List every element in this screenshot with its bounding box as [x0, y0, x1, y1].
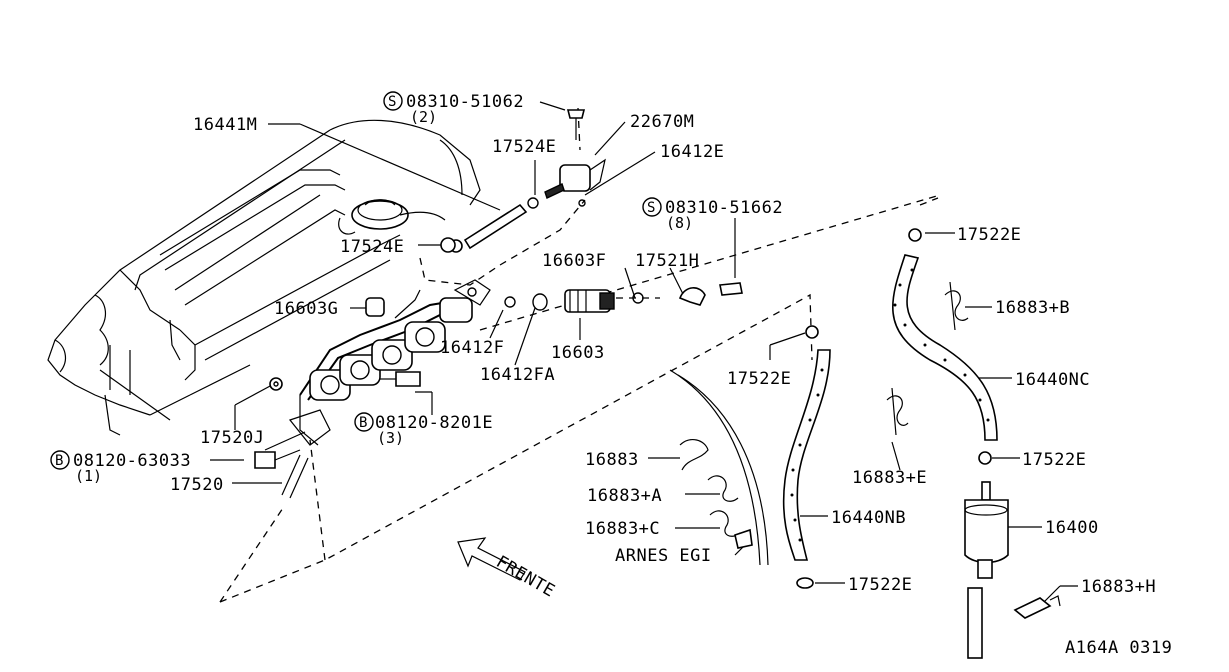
svg-text:B: B — [55, 453, 63, 469]
label-16412E: 16412E — [660, 142, 724, 162]
label-16883E: 16883+E — [852, 468, 927, 488]
label-16412FA: 16412FA — [480, 365, 555, 385]
label-16883: 16883 — [585, 450, 639, 470]
hose-clamps — [679, 228, 1061, 619]
label-16883B: 16883+B — [995, 298, 1070, 318]
label-17521H: 17521H — [635, 251, 699, 271]
label-08120-63033: 08120-63033 — [73, 451, 191, 471]
label-17520J: 17520J — [200, 428, 264, 448]
frente-label: FRENTE — [493, 552, 559, 602]
svg-text:B: B — [359, 415, 367, 431]
label-08310-51062-qty: (2) — [410, 108, 437, 126]
label-17522E-1: 17522E — [957, 225, 1021, 245]
label-17524E-mid: 17524E — [340, 237, 404, 257]
label-08120-63033-qty: (1) — [75, 467, 102, 485]
circled-symbols: S S B B — [50, 91, 662, 470]
label-16883H: 16883+H — [1081, 577, 1156, 597]
label-16883C: 16883+C — [585, 519, 660, 539]
svg-text:S: S — [388, 94, 396, 110]
part-labels: 16441M 08310-51062 (2) 22670M 17524E 164… — [73, 92, 1172, 658]
label-08310-51662-qty: (8) — [666, 214, 693, 232]
label-16883A: 16883+A — [587, 486, 662, 506]
bolt-symbol-icon — [354, 412, 374, 432]
screw-symbol-icon — [642, 197, 662, 217]
label-08120-8201E-qty: (3) — [377, 429, 404, 447]
label-16603F: 16603F — [542, 251, 606, 271]
dashed-routing — [219, 107, 941, 603]
label-08120-8201E: 08120-8201E — [375, 413, 493, 433]
label-08310-51062: 08310-51062 — [406, 92, 524, 112]
fuel-hoses — [669, 254, 998, 659]
label-17522E-2: 17522E — [727, 369, 791, 389]
label-16603G: 16603G — [274, 299, 338, 319]
label-17522E-3: 17522E — [1022, 450, 1086, 470]
label-08310-51662: 08310-51662 — [665, 198, 783, 218]
label-17520: 17520 — [170, 475, 224, 495]
front-direction-arrow: FRENTE — [457, 537, 559, 602]
label-16412F: 16412F — [440, 338, 504, 358]
screw-symbol-icon — [383, 91, 403, 111]
bolt-symbol-icon — [50, 450, 70, 470]
label-16400: 16400 — [1045, 518, 1099, 538]
label-16441M: 16441M — [193, 115, 257, 135]
svg-text:S: S — [647, 200, 655, 216]
diagram-code: A164A 0319 — [1065, 638, 1172, 658]
label-arnes-egi: ARNES EGI — [615, 546, 712, 566]
label-17524E-top: 17524E — [492, 137, 556, 157]
leader-lines — [210, 101, 1078, 607]
label-17522E-4: 17522E — [848, 575, 912, 595]
engine-block-outline — [47, 119, 481, 436]
label-16603: 16603 — [551, 343, 605, 363]
fuel-rail-assembly — [254, 109, 743, 499]
label-16440NC: 16440NC — [1015, 370, 1090, 390]
fuel-filter — [964, 481, 1009, 579]
label-16440NB: 16440NB — [831, 508, 906, 528]
label-22670M: 22670M — [630, 112, 694, 132]
